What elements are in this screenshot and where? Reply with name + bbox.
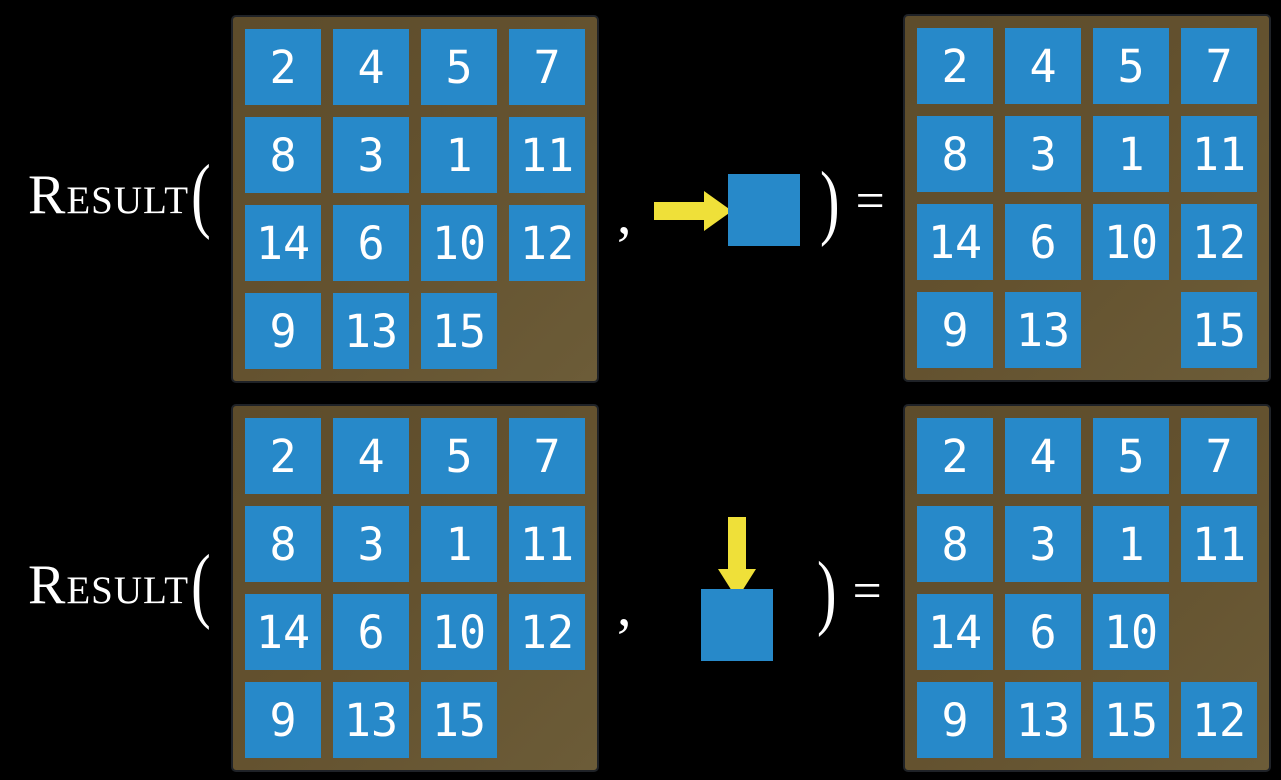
- function-label: Result(: [28, 148, 211, 239]
- puzzle-tile: 7: [1181, 28, 1257, 104]
- puzzle-tile: 7: [1181, 418, 1257, 494]
- puzzle-tile: 8: [245, 506, 321, 582]
- puzzle-tile: 5: [421, 29, 497, 105]
- puzzle-tile: 8: [245, 117, 321, 193]
- puzzle-tile: 12: [1181, 204, 1257, 280]
- puzzle-tile: 15: [421, 682, 497, 758]
- puzzle-tile: 3: [333, 117, 409, 193]
- puzzle-tile: 4: [333, 418, 409, 494]
- puzzle-tile: 3: [333, 506, 409, 582]
- function-name: Result: [28, 553, 190, 616]
- puzzle-tile: 6: [1005, 594, 1081, 670]
- puzzle-tile: 4: [333, 29, 409, 105]
- puzzle-tile: 15: [1181, 292, 1257, 368]
- open-paren: (: [191, 537, 211, 631]
- puzzle-tile: 6: [1005, 204, 1081, 280]
- puzzle-tile: 9: [917, 682, 993, 758]
- puzzle-tile: 13: [1005, 292, 1081, 368]
- puzzle-tile: 5: [1093, 28, 1169, 104]
- puzzle-tile: 14: [917, 204, 993, 280]
- puzzle-tile: 3: [1005, 116, 1081, 192]
- close-equals-group: ) =: [815, 545, 882, 636]
- puzzle-tile: 4: [1005, 28, 1081, 104]
- empty-cell: [1093, 292, 1169, 368]
- puzzle-tile: 2: [917, 418, 993, 494]
- puzzle-tile: 7: [509, 29, 585, 105]
- puzzle-tile: 12: [509, 594, 585, 670]
- puzzle-tile: 10: [421, 205, 497, 281]
- puzzle-tile: 4: [1005, 418, 1081, 494]
- puzzle-tile: 11: [509, 117, 585, 193]
- empty-cell: [509, 682, 585, 758]
- close-paren: ): [820, 154, 840, 248]
- move-tile-square: [701, 589, 773, 661]
- function-name: Result: [28, 163, 190, 226]
- puzzle-tile: 2: [245, 29, 321, 105]
- puzzle-tile: 8: [917, 506, 993, 582]
- arrow-down-icon: [718, 517, 756, 599]
- puzzle-tile: 5: [1093, 418, 1169, 494]
- puzzle-tile: 13: [333, 293, 409, 369]
- puzzle-tile: 1: [1093, 506, 1169, 582]
- puzzle-tile: 11: [509, 506, 585, 582]
- close-paren: ): [817, 544, 837, 638]
- puzzle-tile: 9: [245, 682, 321, 758]
- puzzle-tile: 2: [245, 418, 321, 494]
- puzzle-tile: 5: [421, 418, 497, 494]
- puzzle-tile: 14: [245, 205, 321, 281]
- puzzle-tile: 9: [245, 293, 321, 369]
- move-tile-square: [728, 174, 800, 246]
- puzzle-tile: 1: [421, 506, 497, 582]
- puzzle-tile: 2: [917, 28, 993, 104]
- close-equals-group: ) =: [818, 155, 885, 246]
- puzzle-tile: 1: [1093, 116, 1169, 192]
- empty-cell: [509, 293, 585, 369]
- puzzle-tile: 6: [333, 205, 409, 281]
- puzzle-tile: 1: [421, 117, 497, 193]
- puzzle-tile: 10: [421, 594, 497, 670]
- puzzle-tile: 7: [509, 418, 585, 494]
- puzzle-tile: 12: [509, 205, 585, 281]
- puzzle-tile: 6: [333, 594, 409, 670]
- puzzle-tile: 8: [917, 116, 993, 192]
- open-paren: (: [191, 147, 211, 241]
- equals-sign: =: [852, 563, 882, 620]
- puzzle-tile: 13: [333, 682, 409, 758]
- puzzle-tile: 10: [1093, 204, 1169, 280]
- empty-cell: [1181, 594, 1257, 670]
- equals-sign: =: [855, 173, 885, 230]
- arrow-right-icon: [654, 191, 732, 231]
- puzzle-tile: 9: [917, 292, 993, 368]
- puzzle-tile: 3: [1005, 506, 1081, 582]
- puzzle-tile: 10: [1093, 594, 1169, 670]
- comma: ,: [617, 181, 632, 246]
- puzzle-tile: 12: [1181, 682, 1257, 758]
- puzzle-tile: 15: [421, 293, 497, 369]
- function-label: Result(: [28, 538, 211, 629]
- puzzle-tile: 14: [917, 594, 993, 670]
- puzzle-tile: 15: [1093, 682, 1169, 758]
- puzzle-tile: 11: [1181, 116, 1257, 192]
- puzzle-tile: 13: [1005, 682, 1081, 758]
- comma: ,: [617, 573, 632, 638]
- puzzle-tile: 11: [1181, 506, 1257, 582]
- puzzle-tile: 14: [245, 594, 321, 670]
